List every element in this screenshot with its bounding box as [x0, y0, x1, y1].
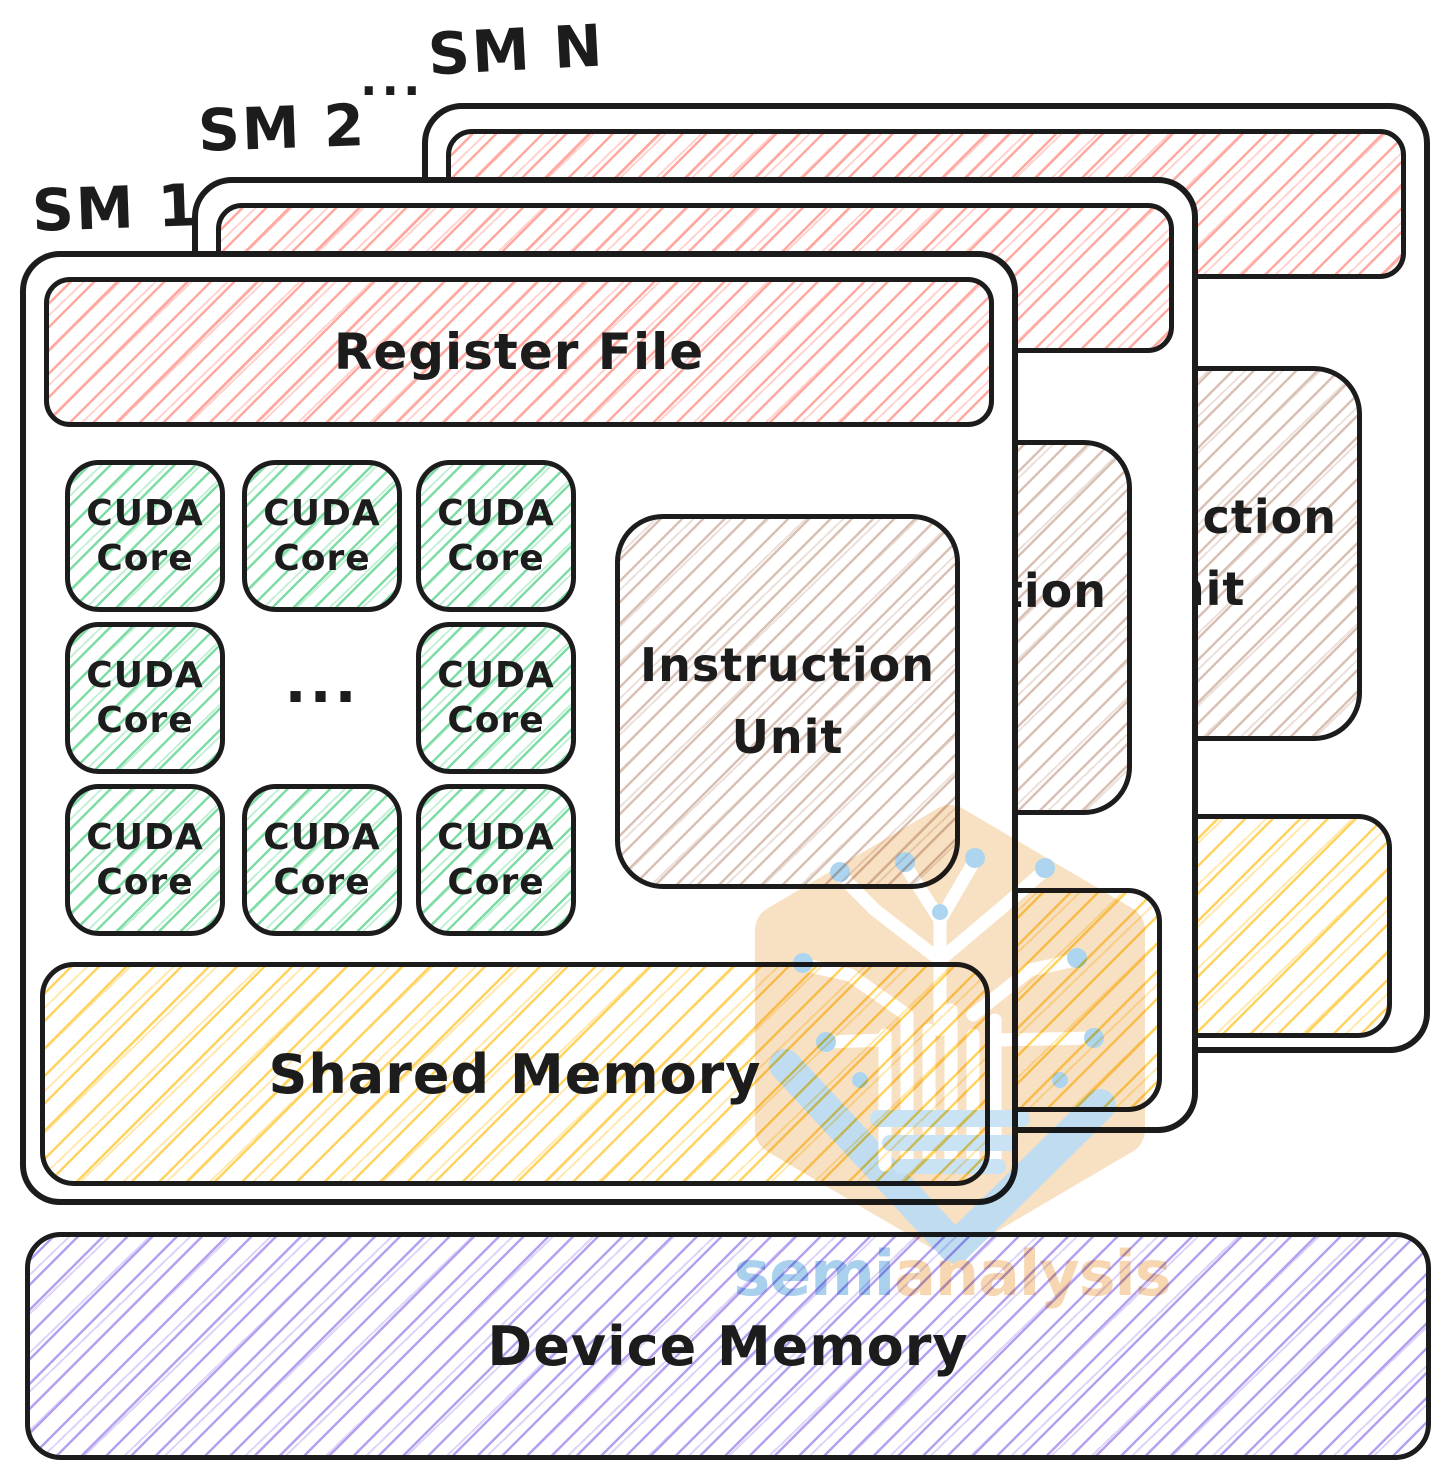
register-file-box: Register File: [44, 277, 994, 427]
cuda-core-label: Core: [96, 862, 194, 903]
cuda-core-label: CUDA: [263, 493, 381, 534]
cuda-core-box: CUDA Core: [242, 784, 402, 936]
cuda-core-label: Core: [447, 862, 545, 903]
cuda-core-label: Core: [447, 538, 545, 579]
sm-panel-1: Register File CUDA Core CUDA Core CUDA C…: [20, 251, 1018, 1205]
cuda-core-label: Core: [273, 538, 371, 579]
register-file-label: Register File: [333, 323, 705, 381]
cuda-core-label: CUDA: [86, 817, 204, 858]
shared-memory-box: Shared Memory: [40, 962, 990, 1186]
sm-stack-ellipsis: ...: [360, 52, 425, 106]
cuda-core-box: CUDA Core: [416, 460, 576, 612]
cores-ellipsis: ...: [284, 648, 360, 716]
cuda-core-box: CUDA Core: [65, 784, 225, 936]
cuda-core-label: CUDA: [437, 655, 555, 696]
shared-memory-label: Shared Memory: [268, 1042, 762, 1106]
cuda-core-label: CUDA: [86, 655, 204, 696]
cuda-core-label: CUDA: [437, 493, 555, 534]
cuda-core-label: Core: [447, 700, 545, 741]
cuda-core-box: CUDA Core: [416, 622, 576, 774]
device-memory-box: Device Memory: [25, 1232, 1431, 1460]
cuda-core-box: CUDA Core: [242, 460, 402, 612]
instruction-unit-box: Instruction Unit: [615, 514, 960, 889]
instruction-unit-label: Unit: [731, 709, 844, 764]
sm-2-label: SM 2: [196, 91, 368, 165]
cuda-core-label: Core: [96, 538, 194, 579]
cuda-core-box: CUDA Core: [65, 622, 225, 774]
cuda-core-box: CUDA Core: [416, 784, 576, 936]
cuda-core-label: CUDA: [437, 817, 555, 858]
device-memory-label: Device Memory: [487, 1314, 969, 1378]
sm-n-label: SM N: [426, 11, 606, 89]
cuda-core-label: CUDA: [263, 817, 381, 858]
cuda-core-box: CUDA Core: [65, 460, 225, 612]
instruction-unit-label: Instruction: [639, 638, 936, 693]
cuda-core-label: Core: [273, 862, 371, 903]
cuda-core-label: Core: [96, 700, 194, 741]
sm-1-label: SM 1: [30, 171, 202, 245]
cuda-core-label: CUDA: [86, 493, 204, 534]
